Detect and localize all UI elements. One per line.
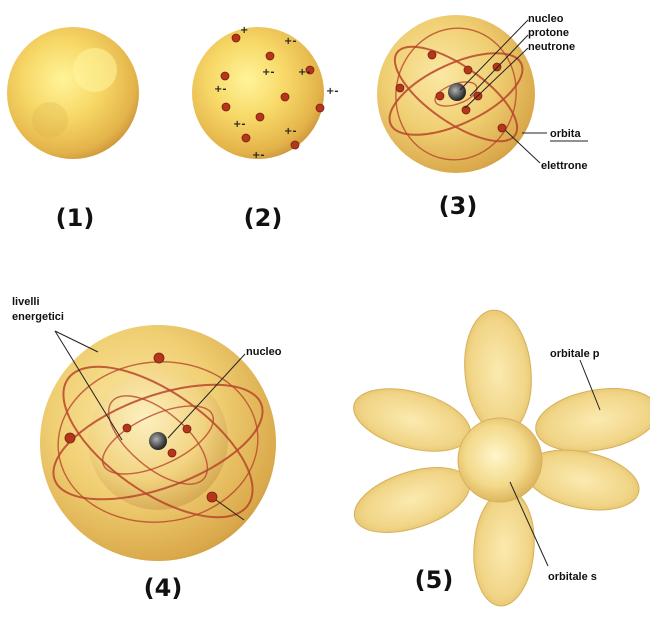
svg-text:+-: +-	[284, 36, 297, 47]
svg-text:+-: +-	[252, 150, 265, 161]
svg-text:+-: +-	[284, 126, 297, 137]
model-4-label-energetici: energetici	[12, 311, 64, 323]
model-1-number: (1)	[56, 204, 95, 232]
model-2-plum-pudding: + +- +- +- +- +- +- +- +-	[192, 25, 339, 161]
model-4-number: (4)	[144, 574, 183, 602]
model-5-orbitals: orbitale p orbitale s	[346, 307, 650, 608]
model-4-label-livelli: livelli	[12, 296, 40, 308]
model-3-nucleus	[448, 83, 466, 101]
model-3-label-neutrone: neutrone	[528, 41, 575, 53]
model-4-bohr: livelli energetici nucleo	[12, 296, 282, 561]
model-3-label-protone: protone	[528, 27, 569, 39]
svg-text:+-: +-	[326, 86, 339, 97]
svg-text:+: +	[240, 25, 248, 36]
model-1-sphere	[7, 27, 139, 159]
model-4-nucleus	[149, 432, 167, 450]
svg-text:+-: +-	[298, 67, 311, 78]
model-3-number: (3)	[439, 192, 478, 220]
svg-text:+-: +-	[262, 67, 275, 78]
model-5-label-orbitale-s: orbitale s	[548, 571, 597, 583]
svg-text:+-: +-	[233, 119, 246, 130]
model-3-label-orbita: orbita	[550, 128, 581, 140]
model-2-number: (2)	[244, 204, 283, 232]
model-3-label-nucleo: nucleo	[528, 13, 564, 25]
model-5-label-orbitale-p: orbitale p	[550, 348, 600, 360]
model-3-label-elettrone: elettrone	[541, 160, 587, 172]
model-2-sphere	[192, 27, 324, 159]
model-5-number: (5)	[415, 566, 454, 594]
svg-text:+-: +-	[214, 84, 227, 95]
model-4-label-nucleo: nucleo	[246, 346, 282, 358]
model-1-thomson-sphere	[7, 27, 139, 159]
model-3-rutherford: nucleo protone neutrone orbita elettrone	[377, 13, 588, 173]
model-5-s-orbital	[458, 418, 542, 502]
